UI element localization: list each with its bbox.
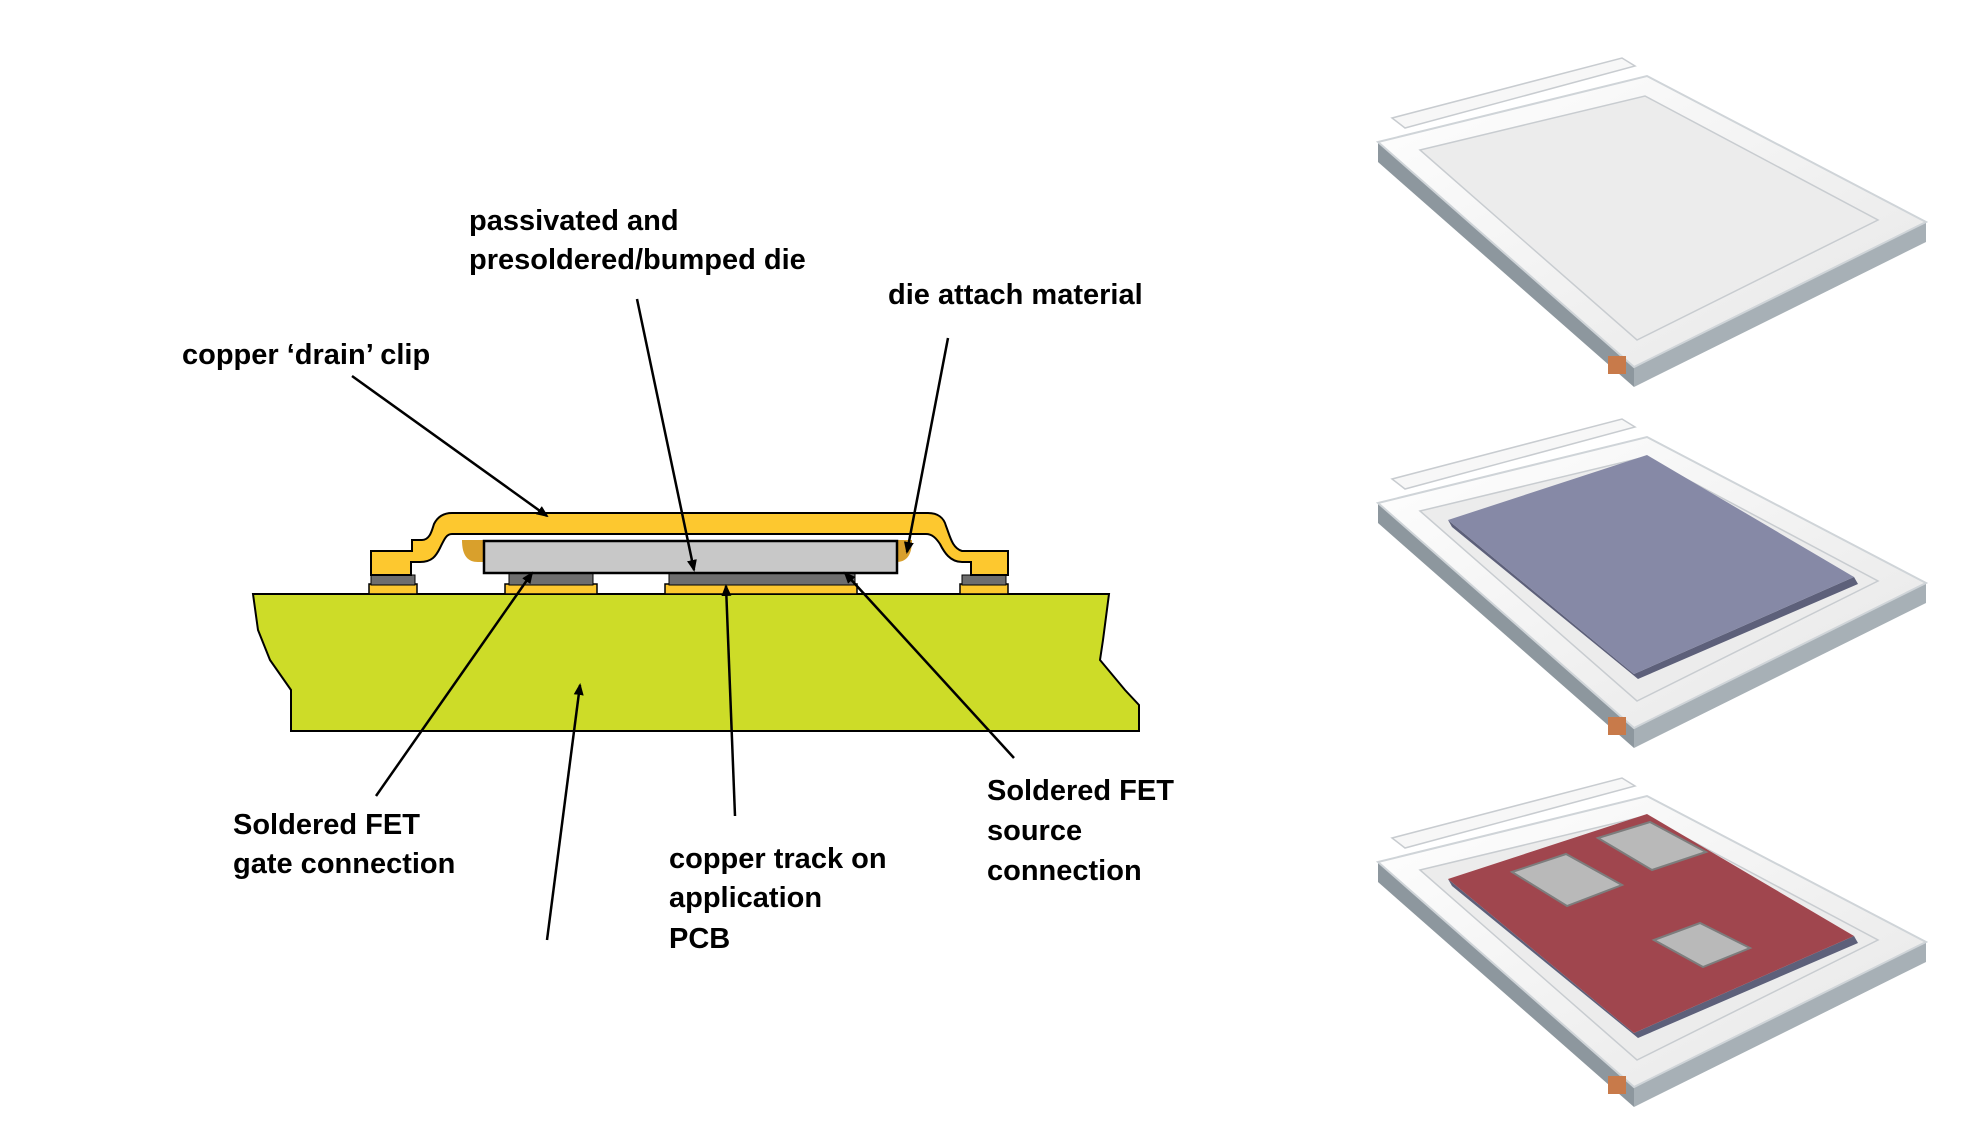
label-source-line3: connection (987, 855, 1142, 887)
leader-arrows (351, 298, 1015, 941)
solder-bump (1509, 852, 1625, 908)
package-with-bumped-die (1377, 777, 1927, 1108)
label-track-line1: copper track on (669, 843, 887, 875)
label-clip: copper ‘drain’ clip (182, 339, 430, 371)
copper-drain-clip (370, 512, 1009, 576)
application-pcb (251, 593, 1140, 732)
labels: passivated and presoldered/bumped die di… (182, 205, 1174, 955)
arrow-pcb (545, 683, 584, 941)
solder-joint (370, 574, 416, 586)
label-source-line2: source (987, 815, 1082, 847)
arrow-gate (374, 571, 534, 797)
arrow-source (843, 571, 1015, 759)
label-gate-line2: gate connection (233, 848, 455, 880)
solder-bump (1595, 820, 1709, 872)
label-source-line1: Soldered FET (987, 775, 1174, 807)
label-die-line2: presoldered/bumped die (469, 244, 806, 276)
arrow-clip (351, 374, 549, 518)
arrow-die (635, 298, 697, 572)
label-gate-line1: Soldered FET (233, 809, 420, 841)
arrow-track (721, 584, 737, 817)
label-die-line1: passivated and (469, 205, 679, 237)
die-blue (1448, 455, 1854, 674)
package-empty (1377, 57, 1927, 388)
solder-joint (961, 574, 1007, 586)
label-track-line3: PCB (669, 923, 730, 955)
solder-bump (1651, 921, 1753, 969)
arrow-die-attach (903, 337, 950, 554)
label-die-attach: die attach material (888, 279, 1143, 311)
package-with-die (1377, 418, 1927, 749)
label-track-line2: application (669, 882, 822, 914)
cross-section (251, 512, 1140, 732)
